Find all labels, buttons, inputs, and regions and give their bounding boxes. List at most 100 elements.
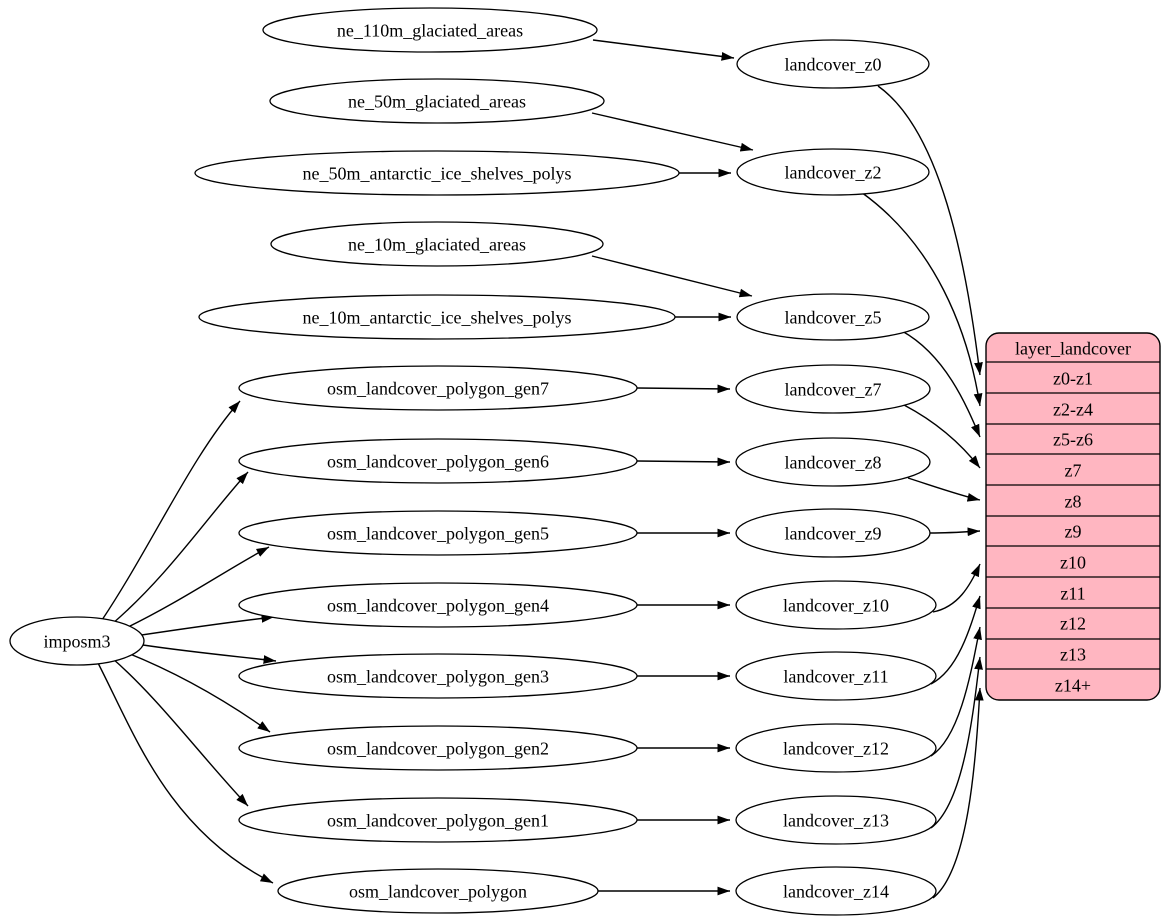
table-row-z12: z12 — [1060, 613, 1086, 633]
node-label: osm_landcover_polygon_gen4 — [327, 595, 549, 615]
node-label: ne_10m_antarctic_ice_shelves_polys — [303, 307, 572, 327]
table-row-z8: z8 — [1065, 491, 1082, 511]
node-label: landcover_z5 — [785, 307, 882, 327]
edge-imposm3-gen4 — [134, 614, 275, 637]
node-shape — [238, 725, 638, 771]
node-shape — [277, 868, 599, 914]
table-row-z5-z6: z5-z6 — [1053, 429, 1093, 449]
node-osm_landcover_polygon: osm_landcover_polygon — [277, 868, 599, 914]
node-landcover_z8: landcover_z8 — [735, 437, 931, 487]
node-landcover_z5: landcover_z5 — [736, 293, 930, 341]
node-osm_landcover_polygon_gen5: osm_landcover_polygon_gen5 — [238, 510, 638, 556]
edge-ne10m-z5 — [591, 255, 753, 298]
edge-z0-row — [877, 85, 983, 376]
node-shape — [270, 221, 604, 267]
table-row-z10: z10 — [1060, 552, 1086, 572]
node-osm_landcover_polygon_gen2: osm_landcover_polygon_gen2 — [238, 725, 638, 771]
node-label: ne_10m_glaciated_areas — [348, 234, 526, 254]
node-label: ne_110m_glaciated_areas — [337, 20, 523, 40]
node-ne_10m_antarctic_ice_shelves_polys: ne_10m_antarctic_ice_shelves_polys — [198, 294, 676, 340]
edge-z14-row — [932, 687, 984, 899]
node-landcover_z11: landcover_z11 — [735, 651, 937, 701]
node-label: osm_landcover_polygon_gen3 — [327, 666, 549, 686]
node-label: landcover_z10 — [783, 595, 889, 615]
edge-z7-row — [903, 404, 981, 469]
node-label: landcover_z8 — [785, 452, 882, 472]
node-landcover_z14: landcover_z14 — [735, 866, 937, 916]
node-label: osm_landcover_polygon_gen2 — [327, 738, 549, 758]
edge-gen6-z8 — [636, 457, 731, 467]
edge-z5-row — [901, 330, 981, 438]
edge-imposm3-osm_landcover_polygon — [97, 662, 274, 884]
table-row-z9: z9 — [1065, 521, 1082, 541]
table-row-z7: z7 — [1065, 460, 1082, 480]
edge-imposm3-gen3 — [142, 644, 277, 664]
node-shape — [238, 797, 638, 843]
node-landcover_z10: landcover_z10 — [735, 580, 937, 630]
node-shape — [238, 365, 638, 411]
node-shape — [238, 653, 638, 699]
node-label: landcover_z7 — [785, 379, 882, 399]
edge-z11-row — [930, 595, 981, 685]
table-layer-landcover: layer_landcover z0-z1 z2-z4 z5-z6 z7 z8 … — [985, 332, 1161, 701]
node-label: ne_50m_antarctic_ice_shelves_polys — [303, 163, 572, 183]
node-shape — [238, 582, 638, 628]
edge-ne110m-z0 — [592, 39, 735, 61]
node-shape — [269, 78, 605, 124]
edge-gen7-z7 — [636, 384, 731, 394]
table-title: layer_landcover — [1015, 338, 1131, 358]
node-ne_110m_glaciated_areas: ne_110m_glaciated_areas — [262, 7, 598, 53]
node-label: landcover_z13 — [783, 810, 889, 830]
node-label: osm_landcover_polygon — [349, 881, 527, 901]
edge-z12-row — [930, 626, 982, 757]
node-osm_landcover_polygon_gen7: osm_landcover_polygon_gen7 — [238, 365, 638, 411]
edge-z13-row — [930, 656, 983, 829]
edge-imposm3-gen6 — [111, 471, 249, 625]
node-label: landcover_z14 — [783, 881, 889, 901]
node-shape — [262, 7, 598, 53]
edge-ne50m-z2 — [591, 112, 754, 152]
node-shape — [735, 795, 937, 845]
node-ne_50m_antarctic_ice_shelves_polys: ne_50m_antarctic_ice_shelves_polys — [194, 150, 680, 196]
node-landcover_z9: landcover_z9 — [735, 508, 931, 558]
node-label: landcover_z9 — [785, 523, 882, 543]
table-row-z2-z4: z2-z4 — [1053, 399, 1093, 419]
node-landcover_z0: landcover_z0 — [736, 39, 930, 89]
node-ne_50m_glaciated_areas: ne_50m_glaciated_areas — [269, 78, 605, 124]
sources-column: ne_110m_glaciated_areas ne_50m_glaciated… — [194, 7, 680, 914]
node-label: osm_landcover_polygon_gen1 — [327, 810, 549, 830]
node-imposm3-shape — [9, 616, 145, 666]
node-landcover_z2: landcover_z2 — [736, 148, 930, 196]
node-ne_10m_glaciated_areas: ne_10m_glaciated_areas — [270, 221, 604, 267]
node-osm_landcover_polygon_gen6: osm_landcover_polygon_gen6 — [238, 438, 638, 484]
node-shape — [194, 150, 680, 196]
node-shape — [735, 651, 937, 701]
edge-z2-row — [860, 191, 983, 407]
node-shape — [736, 148, 930, 196]
node-label: osm_landcover_polygon_gen5 — [327, 523, 549, 543]
edge-imposm3-gen1 — [111, 657, 249, 807]
node-shape — [735, 437, 931, 487]
node-shape — [736, 39, 930, 89]
node-label: osm_landcover_polygon_gen7 — [327, 378, 549, 398]
node-landcover_z12: landcover_z12 — [735, 723, 937, 773]
table-row-z14plus: z14+ — [1055, 675, 1091, 695]
node-label: landcover_z2 — [785, 162, 882, 182]
table-row-z0-z1: z0-z1 — [1053, 368, 1093, 388]
node-landcover_z7: landcover_z7 — [735, 364, 931, 414]
edge-z10-row — [932, 563, 981, 613]
node-shape — [736, 293, 930, 341]
node-label: landcover_z0 — [785, 54, 882, 74]
node-osm_landcover_polygon_gen3: osm_landcover_polygon_gen3 — [238, 653, 638, 699]
node-label: osm_landcover_polygon_gen6 — [327, 451, 549, 471]
edge-imposm3-gen5 — [121, 546, 270, 631]
edge-z8-row — [907, 477, 981, 502]
node-shape — [198, 294, 676, 340]
edge-z9-row — [929, 527, 981, 537]
node-label: landcover_z12 — [783, 738, 889, 758]
node-shape — [238, 438, 638, 484]
node-label: landcover_z11 — [783, 666, 888, 686]
node-label: ne_50m_glaciated_areas — [348, 91, 526, 111]
node-osm_landcover_polygon_gen4: osm_landcover_polygon_gen4 — [238, 582, 638, 628]
